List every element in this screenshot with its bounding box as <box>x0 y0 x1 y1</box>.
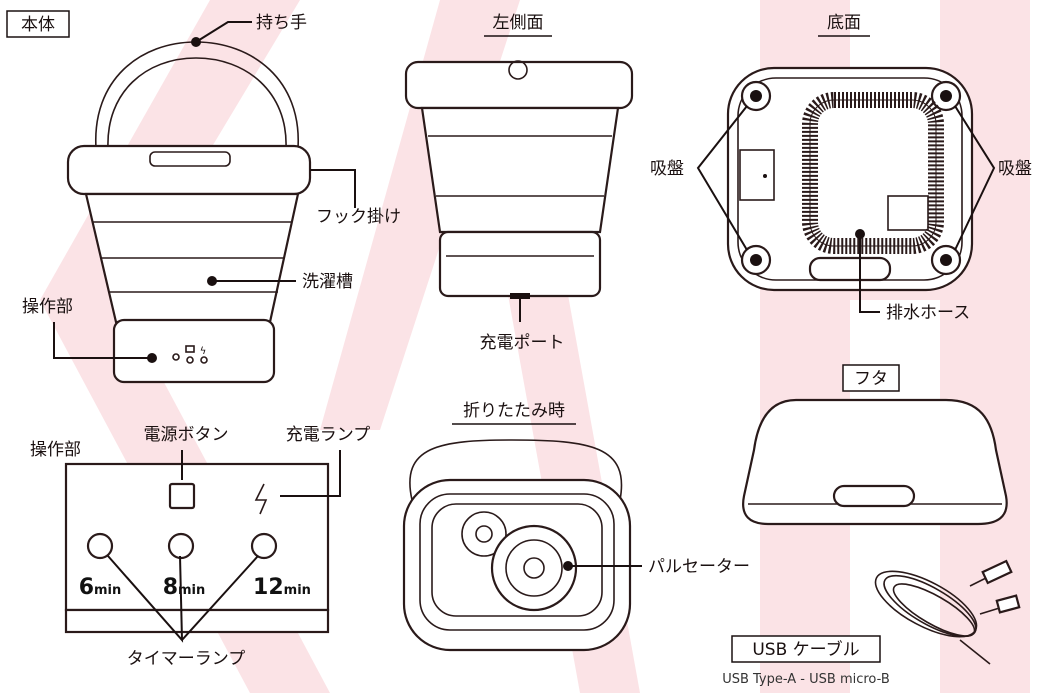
svg-text:ϟ: ϟ <box>200 346 207 357</box>
timer-lamps: 6min 8min 12min <box>79 532 311 600</box>
control-detail-panel: 操作部 電源ボタン 充電ランプ 6min 8min 12min タイマーランプ <box>30 425 370 669</box>
usb-cable-panel: USB ケーブル USB Type-A - USB micro-B <box>722 559 1021 687</box>
control-face <box>64 462 330 612</box>
control-detail-title: 操作部 <box>30 440 81 460</box>
side-base <box>438 230 602 298</box>
power-button-label: 電源ボタン <box>144 425 229 445</box>
charge-lamp-icon <box>254 483 268 515</box>
lid-handle <box>832 484 916 508</box>
folded-title: 折りたたみ時 <box>463 401 565 421</box>
lid <box>742 398 1008 526</box>
bottom-panel: 底面 吸盤 吸盤 排水ホース <box>650 13 1032 323</box>
suction-cups <box>740 80 962 276</box>
bottom-shell <box>726 66 974 292</box>
usb-spec-label: USB Type-A - USB micro-B <box>722 672 890 687</box>
lid-title: フタ <box>854 369 888 389</box>
drain-hose-label: 排水ホース <box>886 303 970 323</box>
side-tub <box>420 106 620 234</box>
timer-lamp-6[interactable] <box>86 532 114 560</box>
lid-panel: フタ <box>742 364 1008 526</box>
side-rim <box>404 60 634 110</box>
power-button[interactable] <box>168 482 196 510</box>
folded-panel: 折りたたみ時 パルセーター <box>402 401 750 652</box>
washing-tub-label: 洗濯槽 <box>302 272 353 292</box>
timer-lamp-12[interactable] <box>250 532 278 560</box>
usb-cable-title: USB ケーブル <box>752 639 859 660</box>
rim <box>66 144 312 196</box>
timer-12-label: 12min <box>253 575 311 600</box>
charging-port-label: 充電ポート <box>480 333 565 353</box>
control-label: 操作部 <box>22 297 73 317</box>
handle-label: 持ち手 <box>256 13 307 33</box>
bottom-title: 底面 <box>827 13 861 33</box>
label-plate <box>739 149 775 201</box>
timer-lamp-8[interactable] <box>167 532 195 560</box>
pulsator-label: パルセーター <box>648 557 750 577</box>
left-side-title: 左側面 <box>493 13 544 33</box>
suction-cup-left-label: 吸盤 <box>650 159 684 179</box>
pulsator <box>490 524 578 612</box>
hook-label: フック掛け <box>316 207 401 227</box>
main-body-title-box <box>6 10 70 38</box>
main-body-title: 本体 <box>21 15 55 35</box>
usb-cable-illustration <box>874 559 1021 665</box>
suction-cup-right-label: 吸盤 <box>998 159 1032 179</box>
main-body-panel: 本体 ϟ 持ち手 フック掛け 洗濯槽 操作部 <box>6 10 401 384</box>
timer-6-label: 6min <box>79 575 122 600</box>
timer-lamp-label: タイマーランプ <box>127 649 246 669</box>
rim-grip <box>149 151 231 167</box>
timer-8-label: 8min <box>163 575 206 600</box>
charge-lamp-label: 充電ランプ <box>286 425 371 445</box>
handle-inner <box>107 57 287 149</box>
left-side-panel: 左側面 充電ポート <box>404 13 634 353</box>
